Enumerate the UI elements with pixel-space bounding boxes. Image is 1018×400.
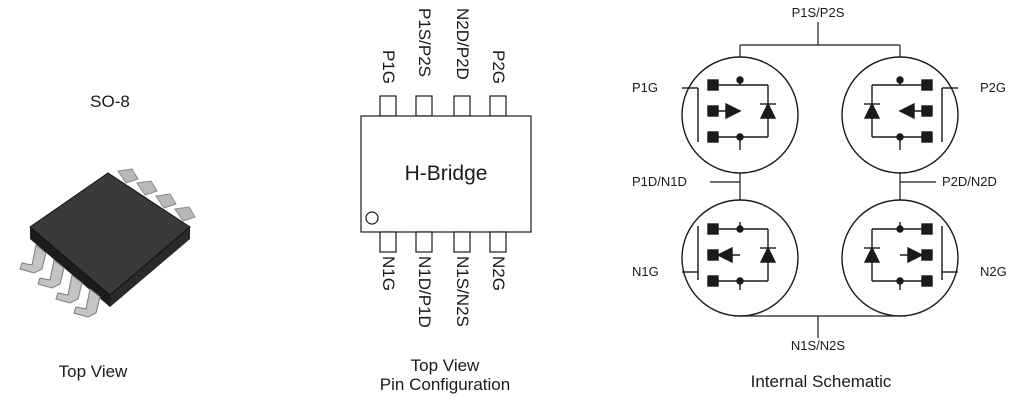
- p2g-label: P2G: [980, 80, 1006, 95]
- top-pin-label: P2G: [489, 50, 508, 84]
- bottom-pin-label: N2G: [489, 256, 508, 291]
- internal-schematic: P1S/P2S N1S/N2S P1G P2G N1G N2G P1D/N1D …: [632, 5, 1007, 353]
- p2-transistor: [841, 56, 959, 174]
- p1-transistor: [681, 56, 799, 174]
- top-pin: [489, 95, 507, 117]
- top-pin: [453, 95, 471, 117]
- chip-body: [360, 115, 532, 233]
- top-pin-label: N2D/P2D: [453, 8, 472, 80]
- pin-config-caption-line2: Pin Configuration: [379, 375, 511, 394]
- n1-transistor: [681, 199, 799, 317]
- pin-config-caption-line1: Top View: [410, 356, 480, 375]
- n1g-label: N1G: [632, 264, 659, 279]
- pin1-marker: [365, 211, 379, 225]
- right-mid-label: P2D/N2D: [942, 174, 997, 189]
- so8-package-illustration: [19, 168, 196, 318]
- pin-configuration-diagram: P1G P1S/P2S N2D/P2D P2G H-Bridge N1G N1D…: [360, 8, 532, 328]
- chip-label: H-Bridge: [405, 162, 488, 185]
- p2-mosfet-symbol: [863, 76, 958, 150]
- p1-mosfet-symbol: [682, 76, 777, 150]
- bottom-rail-label: N1S/N2S: [791, 338, 846, 353]
- bottom-pin-label: N1S/N2S: [453, 256, 472, 327]
- bottom-pin-label: N1G: [379, 256, 398, 291]
- top-pin-label: P1S/P2S: [415, 8, 434, 77]
- bottom-pin: [415, 231, 433, 253]
- n2-mosfet-symbol: [863, 222, 958, 290]
- top-pin: [415, 95, 433, 117]
- top-rail-label: P1S/P2S: [792, 5, 845, 20]
- package-view-caption: Top View: [58, 362, 128, 381]
- left-mid-label: P1D/N1D: [632, 174, 687, 189]
- n2-transistor: [841, 199, 959, 317]
- bottom-pin: [453, 231, 471, 253]
- bottom-pin: [379, 231, 397, 253]
- pin-config-caption: Top View Pin Configuration: [380, 356, 510, 394]
- package-name: SO-8: [90, 92, 130, 111]
- bottom-pin-label: N1D/P1D: [415, 256, 434, 328]
- p1g-label: P1G: [632, 80, 658, 95]
- top-pin: [379, 95, 397, 117]
- schematic-caption: Internal Schematic: [750, 372, 892, 391]
- top-pin-label: P1G: [379, 50, 398, 84]
- n2g-label: N2G: [980, 264, 1007, 279]
- bottom-pin: [489, 231, 507, 253]
- n1-mosfet-symbol: [682, 222, 777, 290]
